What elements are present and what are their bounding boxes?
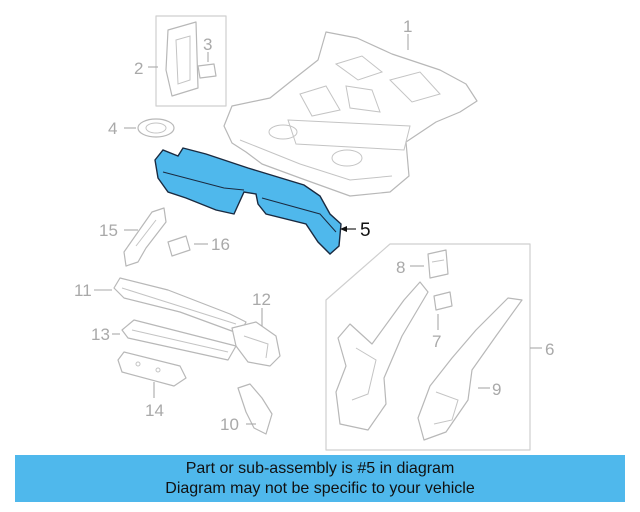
callout-16[interactable]: 16 xyxy=(211,235,230,254)
part-14-plate[interactable] xyxy=(117,351,187,387)
info-banner: Part or sub-assembly is #5 in diagram Di… xyxy=(15,455,625,502)
callout-1[interactable]: 1 xyxy=(403,17,412,36)
callout-15[interactable]: 15 xyxy=(99,221,118,240)
part-15-bracket[interactable] xyxy=(123,207,167,267)
part-4-plug[interactable] xyxy=(137,118,175,138)
banner-line-1: Part or sub-assembly is #5 in diagram xyxy=(185,459,455,477)
part-3-clip[interactable] xyxy=(197,63,217,79)
part-5-crossmember[interactable] xyxy=(154,147,342,255)
callout-4[interactable]: 4 xyxy=(108,119,117,138)
callout-10[interactable]: 10 xyxy=(220,415,239,434)
callout-3[interactable]: 3 xyxy=(203,35,212,54)
part-2-bracket[interactable] xyxy=(155,15,227,107)
part-9-rail[interactable] xyxy=(417,297,523,441)
part-10-bracket[interactable] xyxy=(237,383,273,435)
part-1-rear-floor-pan[interactable] xyxy=(223,31,478,197)
callout-5[interactable]: 5 xyxy=(360,220,371,241)
part-6-left-rail[interactable] xyxy=(335,281,429,431)
part-7-bracket[interactable] xyxy=(433,291,453,311)
callout-2[interactable]: 2 xyxy=(134,59,143,78)
callout-13[interactable]: 13 xyxy=(91,325,110,344)
banner-line-2: Diagram may not be specific to your vehi… xyxy=(165,479,475,497)
part-12-bracket[interactable] xyxy=(231,321,281,367)
leader-lines xyxy=(94,34,542,425)
part-6-side-rail-group[interactable] xyxy=(325,243,531,451)
callout-9[interactable]: 9 xyxy=(492,380,501,399)
part-13-plate[interactable] xyxy=(121,319,237,361)
callout-6[interactable]: 6 xyxy=(545,340,554,359)
callout-8[interactable]: 8 xyxy=(396,258,405,277)
parts-diagram: 1 2 3 4 5 6 7 8 9 10 11 12 13 14 15 16 xyxy=(74,15,554,451)
callout-12[interactable]: 12 xyxy=(252,290,271,309)
part-8-bracket[interactable] xyxy=(427,249,449,279)
callout-11[interactable]: 11 xyxy=(74,281,92,300)
part-16-clip[interactable] xyxy=(167,235,191,257)
callout-14[interactable]: 14 xyxy=(145,401,164,420)
callout-7[interactable]: 7 xyxy=(432,332,441,351)
part-11-rail[interactable] xyxy=(113,277,247,335)
